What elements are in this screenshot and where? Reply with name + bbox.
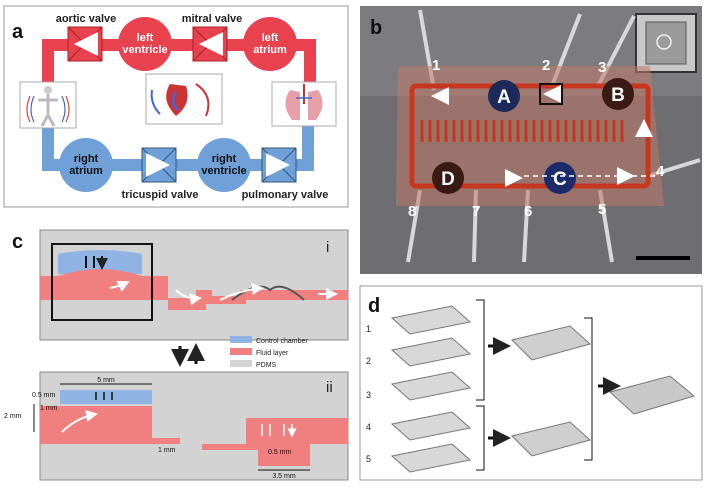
flow-arrow-icon	[109, 281, 130, 292]
bracket-right	[584, 317, 593, 461]
port-6-label: 6	[524, 203, 532, 220]
layer-1	[390, 305, 472, 335]
left-ventricle-label-2: ventricle	[122, 44, 167, 56]
arrow-down-icon	[261, 424, 292, 436]
port-1-label: 1	[432, 57, 440, 74]
blue-vessel	[42, 118, 314, 171]
subpanel-i-label: i	[326, 239, 329, 256]
panel-d-letter: d	[368, 295, 380, 317]
legend-pdms: PDMS	[256, 362, 277, 369]
chamber-a	[488, 80, 520, 112]
right-ventricle-label-1: right	[212, 153, 237, 165]
chamber-c	[544, 162, 576, 194]
lungs-illustration	[271, 81, 337, 127]
layer-3	[390, 371, 472, 401]
flow-arrow-icon	[61, 410, 98, 433]
arrow-down-icon	[85, 256, 102, 268]
mitral-valve-label: mitral valve	[182, 13, 243, 25]
bonded-control-assembly	[511, 325, 592, 361]
legend-swatch-pdms	[230, 360, 252, 367]
pulmonary-valve-label: pulmonary valve	[242, 189, 329, 201]
dim-1mm-bottom: 1 mm	[158, 447, 176, 454]
zoom-box	[51, 243, 153, 321]
chamber-b-label: B	[611, 85, 625, 106]
port-4-label: 4	[656, 163, 665, 180]
left-atrium-label-2: atrium	[253, 44, 287, 56]
panel-d: d 1 2 3 4 5	[359, 285, 703, 481]
layer-1-label: 1	[366, 324, 371, 334]
arrow-up-icon	[95, 392, 113, 400]
panel-c-letter: c	[12, 231, 23, 253]
aortic-valve	[67, 26, 103, 62]
port-2-label: 2	[542, 57, 550, 74]
layer-2	[390, 337, 472, 367]
subpanel-ii-label: ii	[326, 379, 333, 396]
exploded-layers	[390, 305, 472, 473]
chamber-d	[432, 162, 464, 194]
flow-arrow-icon	[219, 282, 264, 301]
chamber-b	[602, 78, 634, 110]
valve-2-box	[539, 83, 563, 105]
right-atrium	[59, 138, 113, 192]
legend: Control chamber Fluid layer PDMS	[230, 336, 308, 369]
legend-control-chamber: Control chamber	[256, 338, 308, 345]
left-atrium	[243, 17, 297, 71]
dim-5mm: 5 mm	[97, 377, 115, 384]
left-atrium-label-1: left	[262, 32, 279, 44]
chamber-a-label: A	[497, 87, 511, 108]
layer-5-label: 5	[366, 454, 371, 464]
right-ventricle	[197, 138, 251, 192]
bracket-top	[476, 299, 485, 401]
chamber-c-label: C	[553, 169, 567, 190]
dim-3-5mm: 3.5 mm	[272, 473, 296, 480]
fluid-layer	[40, 269, 348, 310]
layer-4-label: 4	[366, 422, 371, 432]
right-ventricle-label-2: ventricle	[201, 165, 246, 177]
dim-0-5mm-top: 0.5 mm	[32, 392, 56, 399]
bracket-bottom	[476, 405, 485, 471]
tricuspid-valve	[141, 147, 177, 183]
port-5-label: 5	[598, 201, 606, 218]
aortic-valve-label: aortic valve	[56, 13, 117, 25]
port-8-label: 8	[408, 203, 416, 220]
dim-1mm-left: 1 mm	[40, 405, 58, 412]
legend-swatch-control	[230, 336, 252, 343]
legend-fluid-layer: Fluid layer	[256, 350, 289, 357]
left-ventricle-label-1: left	[137, 32, 154, 44]
heart-illustration	[145, 73, 223, 125]
right-atrium-label-1: right	[74, 153, 99, 165]
right-atrium-label-2: atrium	[69, 165, 103, 177]
chamber-d-label: D	[441, 169, 455, 190]
fluid-layer-ii	[40, 406, 348, 466]
dim-0-5mm-bottom: 0.5 mm	[268, 449, 292, 456]
bonded-fluid-assembly	[511, 421, 592, 457]
panel-b-letter: b	[370, 17, 382, 39]
port-3-label: 3	[598, 59, 606, 76]
panel-a-letter: a	[12, 21, 24, 43]
scale-bar	[636, 256, 690, 260]
tricuspid-valve-label: tricuspid valve	[121, 189, 198, 201]
pulmonary-valve	[261, 147, 297, 183]
legend-swatch-fluid	[230, 348, 252, 355]
left-ventricle	[118, 17, 172, 71]
body-circulation-illustration	[19, 81, 77, 129]
layer-2-label: 2	[366, 356, 371, 366]
panel-b: b A B C D	[360, 6, 702, 274]
layer-5	[390, 443, 472, 473]
mitral-valve	[192, 26, 228, 62]
final-device	[608, 375, 696, 415]
panel-c: c i Control chamber Fluid layer PDMS ii	[4, 229, 349, 481]
control-chamber-ii	[60, 390, 152, 404]
flow-arrow-icon	[175, 289, 202, 306]
layer-4	[390, 411, 472, 441]
serpentine-resistor	[420, 120, 624, 142]
dim-2mm: 2 mm	[4, 413, 22, 420]
panel-a: a left ventricle left atrium aortic valv…	[3, 5, 349, 208]
port-7-label: 7	[472, 203, 480, 220]
layer-3-label: 3	[366, 390, 371, 400]
pdms-chip	[396, 66, 664, 206]
